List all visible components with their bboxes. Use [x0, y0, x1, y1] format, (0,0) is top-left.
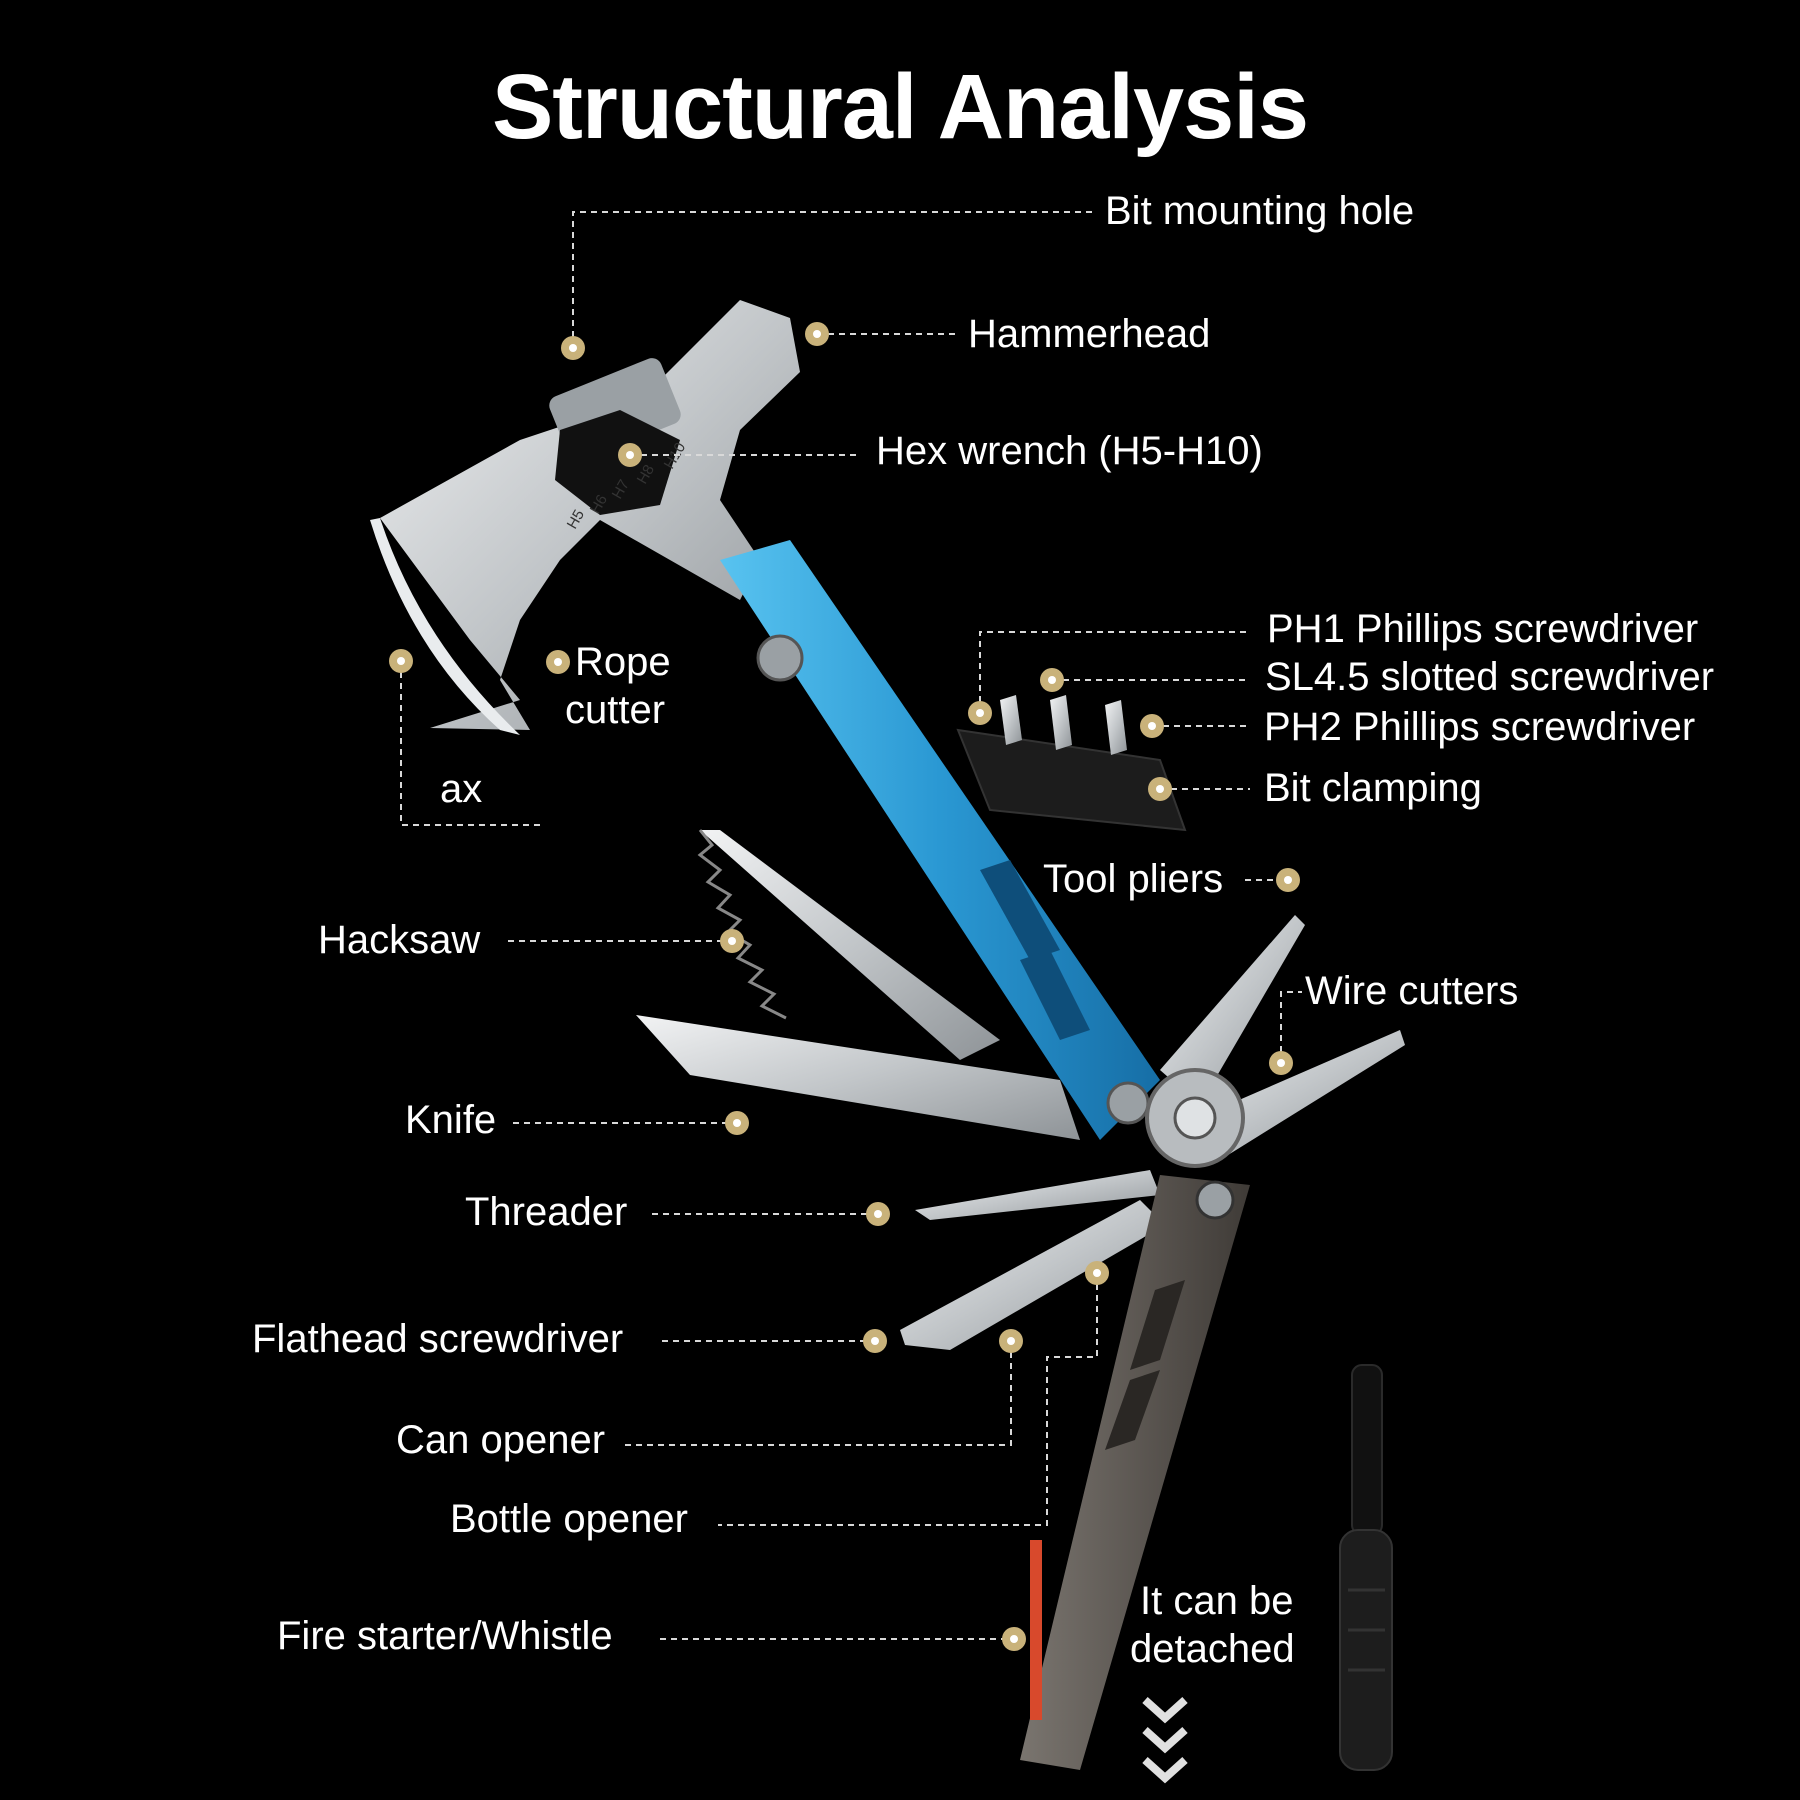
- bit-holder: [956, 695, 1187, 832]
- dot-threader: [866, 1202, 890, 1226]
- dot-flathead: [863, 1329, 887, 1353]
- label-tool-pliers: Tool pliers: [1043, 857, 1224, 901]
- dot-fire-starter: [1002, 1627, 1026, 1651]
- pliers-jaws: [1145, 915, 1405, 1168]
- label-bit-mounting-hole: Bit mounting hole: [1105, 189, 1415, 233]
- label-bit-clamping: Bit clamping: [1264, 766, 1482, 810]
- label-rope-cutter: Rope cutter: [565, 638, 715, 734]
- dot-sl45: [1040, 668, 1064, 692]
- label-ph2-phillips: PH2 Phillips screwdriver: [1264, 705, 1696, 749]
- label-hex-wrench: Hex wrench (H5-H10): [876, 429, 1263, 473]
- callout-lines: [400, 211, 1302, 1640]
- dot-knife: [725, 1111, 749, 1135]
- label-bottle-opener: Bottle opener: [450, 1497, 688, 1541]
- dot-ph1: [968, 701, 992, 725]
- dot-rope-cutter: [546, 650, 570, 674]
- flathead-blade: [900, 1200, 1165, 1350]
- dot-hex-wrench: [618, 443, 642, 467]
- dot-bit-clamping: [1148, 777, 1172, 801]
- label-wire-cutters: Wire cutters: [1305, 969, 1519, 1013]
- label-rope-cutter-line2: cutter: [565, 688, 666, 732]
- label-knife: Knife: [405, 1098, 497, 1142]
- label-detachable: It can be detached: [1130, 1577, 1350, 1673]
- dot-bottle-opener: [1085, 1261, 1109, 1285]
- threader-blade: [915, 1170, 1160, 1220]
- label-hammerhead: Hammerhead: [968, 312, 1211, 356]
- dot-hammerhead: [805, 322, 829, 346]
- label-fire-starter-whistle: Fire starter/Whistle: [277, 1614, 613, 1658]
- label-ph1-phillips: PH1 Phillips screwdriver: [1267, 607, 1699, 651]
- label-can-opener: Can opener: [396, 1418, 606, 1462]
- label-rope-cutter-line1: Rope: [575, 640, 671, 684]
- dot-tool-pliers: [1276, 868, 1300, 892]
- dot-hacksaw: [720, 929, 744, 953]
- dot-ph2: [1140, 714, 1164, 738]
- label-threader: Threader: [465, 1190, 628, 1234]
- dot-wire-cutters: [1269, 1051, 1293, 1075]
- grey-handle: [1020, 1175, 1250, 1770]
- blue-handle: [720, 540, 1160, 1140]
- dot-ax: [389, 649, 413, 673]
- dot-bit-mounting-hole: [561, 336, 585, 360]
- knife-blade: [636, 1015, 1080, 1140]
- chevron-down-icon: [1142, 1697, 1188, 1784]
- label-flathead-screwdriver: Flathead screwdriver: [252, 1317, 624, 1361]
- label-ax: ax: [440, 767, 483, 811]
- hacksaw-blade: [697, 829, 1000, 1060]
- label-detachable-line2: detached: [1130, 1627, 1295, 1671]
- dot-can-opener: [999, 1329, 1023, 1353]
- label-detachable-line1: It can be: [1140, 1579, 1294, 1623]
- callout-dots: [389, 322, 1300, 1651]
- axe-head: H5 H6 H7 H8 H10: [370, 300, 800, 735]
- label-sl45-slotted: SL4.5 slotted screwdriver: [1265, 655, 1715, 699]
- label-hacksaw: Hacksaw: [318, 918, 481, 962]
- fire-starter-rod: [1339, 1364, 1393, 1771]
- page-title: Structural Analysis: [491, 56, 1309, 158]
